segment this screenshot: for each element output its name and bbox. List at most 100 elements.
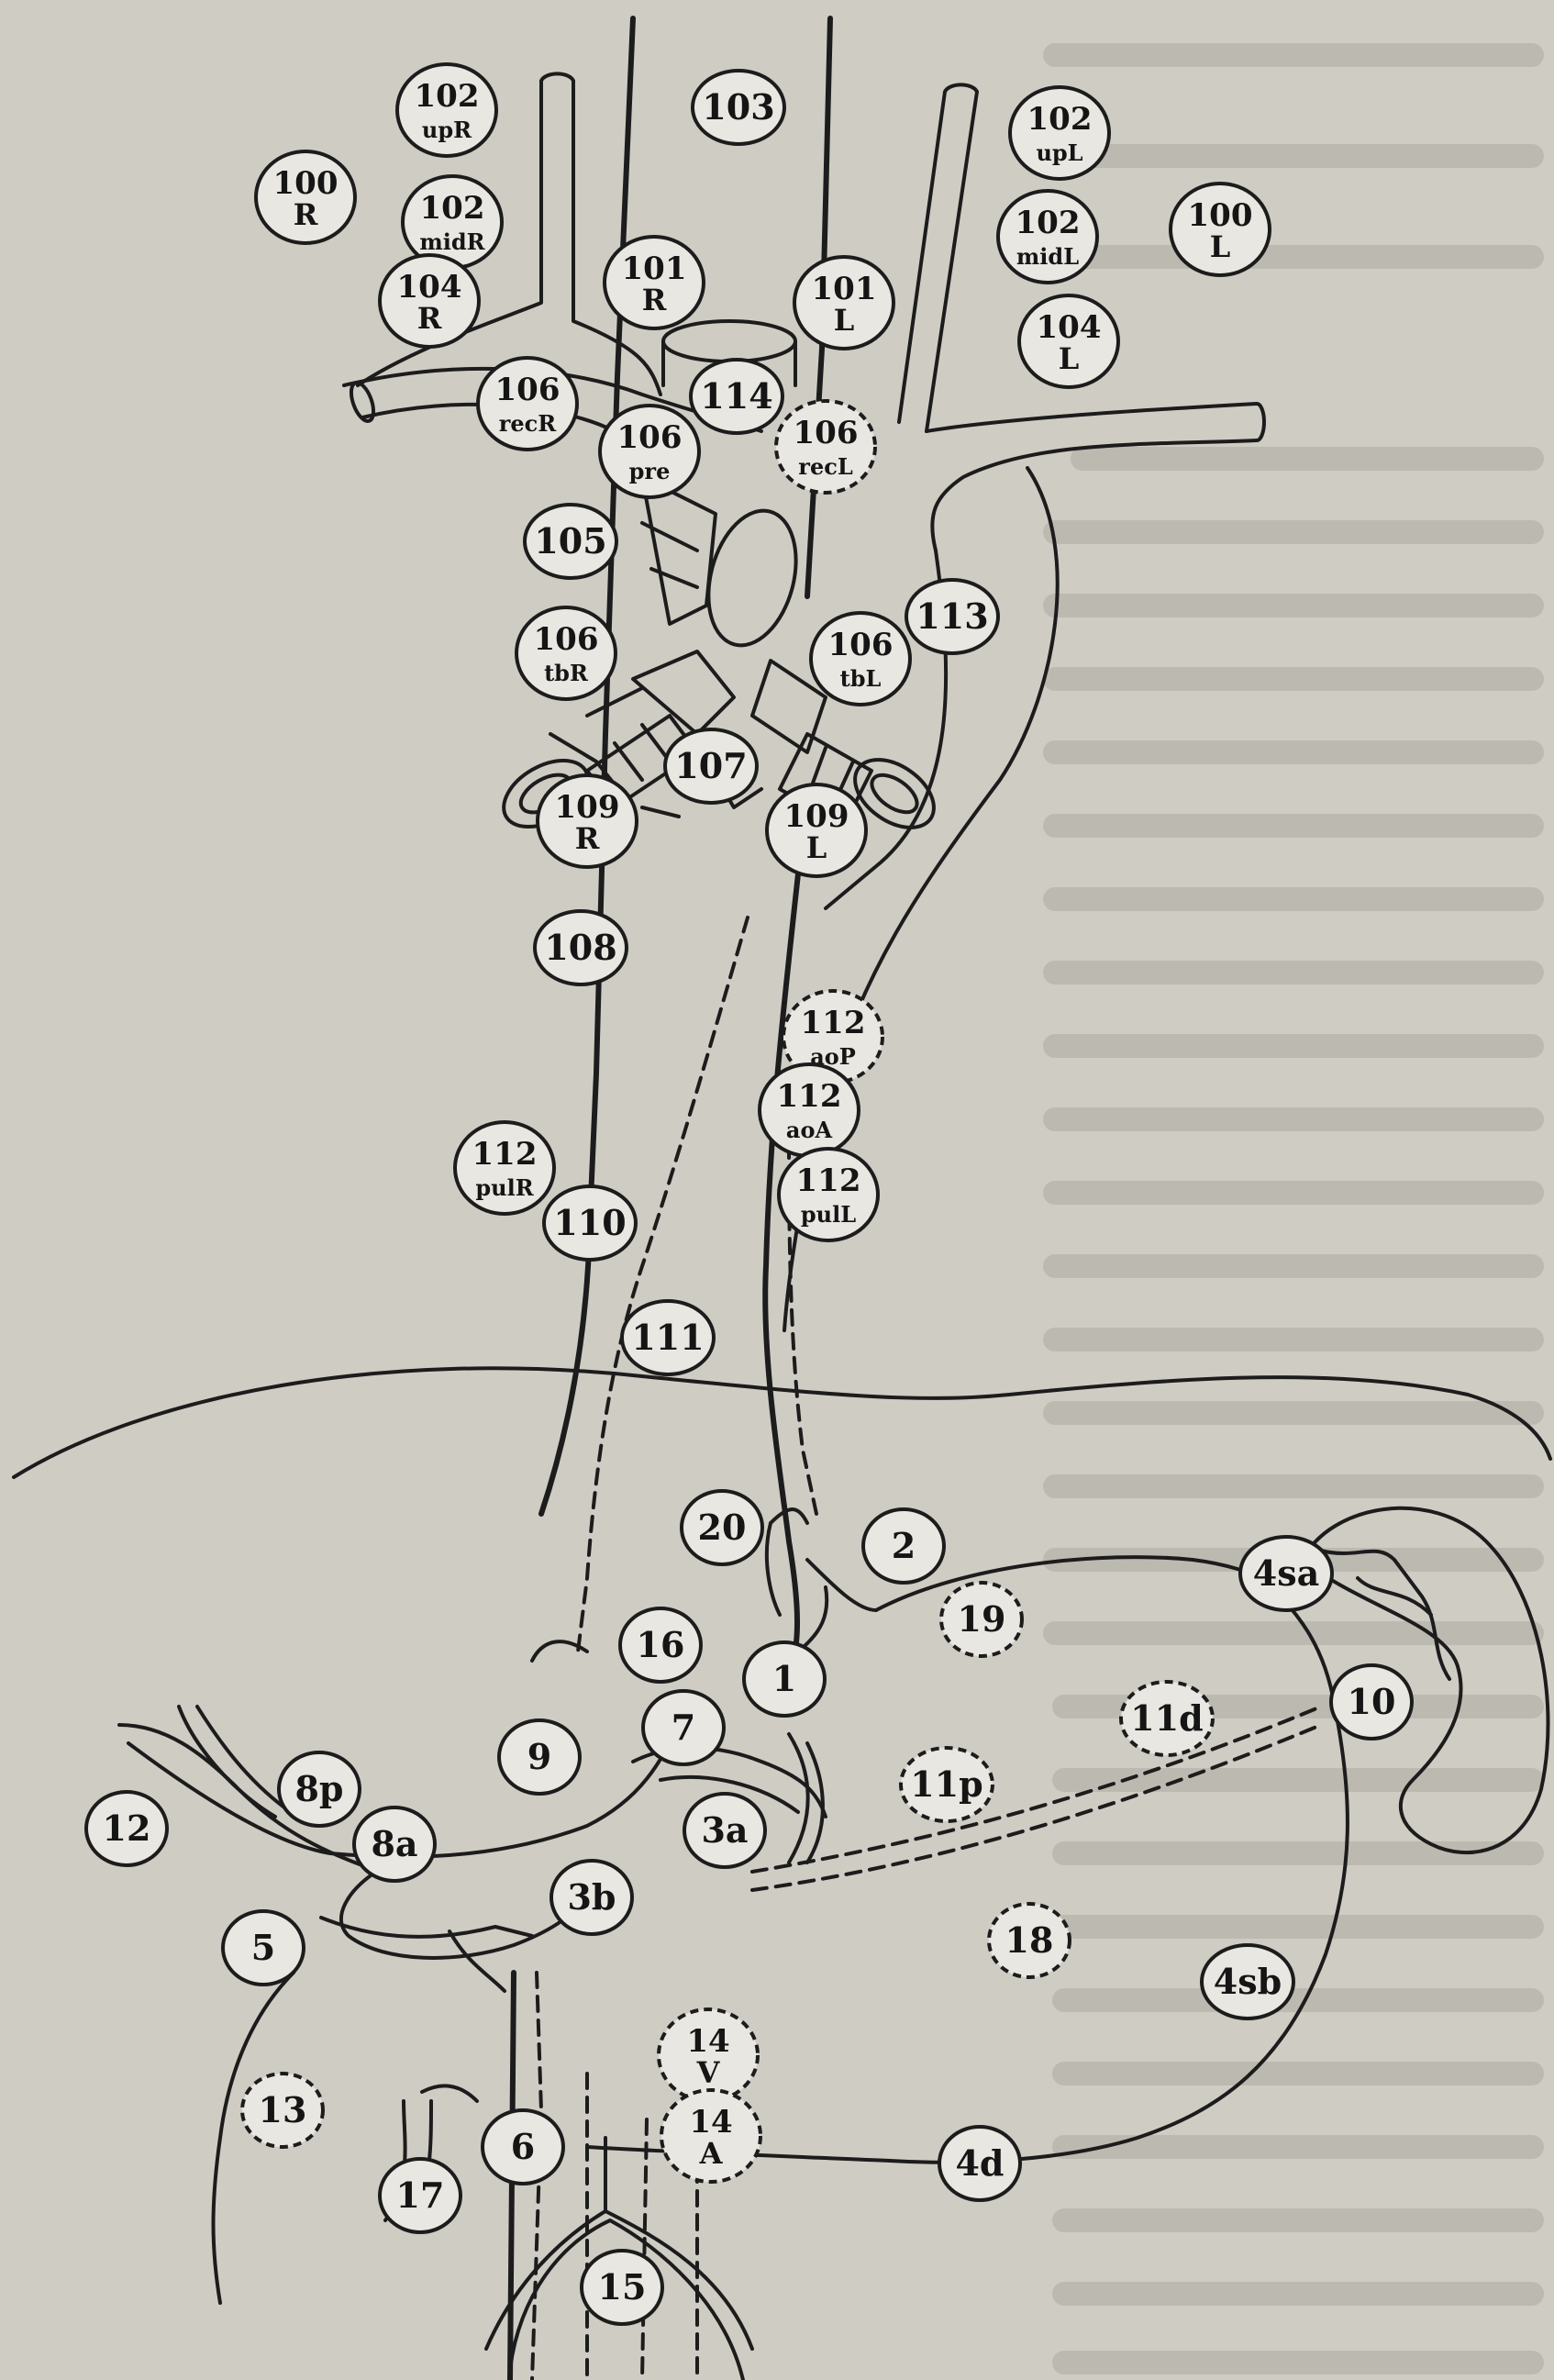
node-number: 12	[103, 1807, 151, 1849]
node-18: 18	[989, 1904, 1070, 1977]
node-number: 102	[1027, 101, 1093, 138]
node-number: 3b	[567, 1876, 616, 1918]
node-number: 18	[1005, 1919, 1054, 1961]
node-number: 103	[702, 86, 774, 128]
node-16: 16	[620, 1608, 701, 1682]
node-sublabel: R	[642, 283, 667, 317]
node-sublabel: pulL	[801, 1201, 856, 1228]
node-100L: 100L	[1171, 184, 1270, 275]
node-number: 111	[631, 1317, 704, 1358]
node-5: 5	[223, 1911, 304, 1985]
node-113: 113	[906, 580, 998, 653]
node-number: 16	[637, 1624, 685, 1665]
node-19: 19	[941, 1583, 1022, 1656]
node-sublabel: R	[294, 197, 318, 232]
node-number: 8p	[294, 1768, 343, 1809]
node-112pulL: 112pulL	[779, 1149, 878, 1240]
node-3a: 3a	[684, 1794, 765, 1867]
node-number: 112	[796, 1162, 861, 1199]
trachea-right-wall	[541, 18, 633, 1514]
node-9: 9	[499, 1720, 580, 1794]
node-number: 17	[396, 2174, 445, 2216]
node-sublabel: pulR	[475, 1174, 534, 1201]
node-number: 109	[555, 789, 620, 826]
node-number: 100	[273, 165, 339, 202]
node-103: 103	[693, 71, 784, 144]
node-number: 102	[420, 190, 485, 227]
node-sublabel: upR	[422, 117, 472, 143]
node-number: 4sb	[1214, 1961, 1282, 2002]
gastroduodenal-artery	[341, 1872, 587, 1958]
brachiocephalic-vessel-ring	[663, 321, 795, 361]
node-114: 114	[691, 360, 783, 433]
node-14V: 14V	[659, 2009, 758, 2101]
node-number: 104	[1037, 309, 1102, 346]
node-number: 102	[1016, 205, 1081, 241]
node-number: 9	[527, 1736, 551, 1777]
node-number: 102	[415, 78, 480, 115]
node-sublabel: L	[1059, 341, 1080, 376]
left-subclavian-artery	[899, 84, 977, 431]
node-number: 7	[672, 1707, 695, 1748]
node-102midL: 102midL	[998, 191, 1097, 283]
node-number: 104	[397, 269, 462, 306]
node-number: 112	[472, 1136, 538, 1173]
node-12: 12	[86, 1792, 167, 1865]
stomach-lesser-curvature	[807, 1560, 876, 1610]
node-sublabel: V	[696, 2055, 721, 2090]
node-number: 5	[251, 1927, 275, 1968]
node-sublabel: L	[1210, 229, 1231, 264]
node-number: 105	[534, 520, 606, 562]
node-101R: 101R	[605, 237, 704, 328]
node-13: 13	[242, 2074, 323, 2147]
node-3b: 3b	[551, 1861, 632, 1934]
node-108: 108	[535, 911, 627, 984]
node-8a: 8a	[354, 1807, 435, 1881]
node-number: 106	[794, 415, 859, 451]
node-number: 112	[777, 1078, 842, 1115]
node-105: 105	[525, 505, 616, 578]
node-sublabel: aoA	[786, 1117, 833, 1143]
node-101L: 101L	[794, 257, 894, 349]
node-number: 15	[598, 2266, 647, 2308]
node-sublabel: midR	[419, 228, 485, 255]
node-8p: 8p	[279, 1752, 360, 1826]
node-14A: 14A	[661, 2090, 760, 2182]
node-17: 17	[380, 2159, 461, 2232]
node-number: 14	[689, 2104, 732, 2141]
node-number: 101	[622, 250, 687, 287]
node-107: 107	[665, 729, 757, 803]
node-11p: 11p	[901, 1748, 993, 1821]
node-sublabel: L	[806, 830, 827, 865]
node-number: 114	[700, 375, 772, 417]
background-page-texture	[1055, 55, 1532, 2363]
node-sublabel: tbL	[840, 665, 882, 692]
node-number: 107	[674, 745, 747, 786]
node-number: 4d	[955, 2142, 1004, 2184]
node-20: 20	[682, 1491, 762, 1564]
node-111: 111	[622, 1301, 714, 1374]
node-sublabel: L	[834, 303, 855, 338]
node-number: 106	[534, 621, 599, 658]
node-number: 109	[784, 798, 849, 835]
node-number: 14	[686, 2023, 729, 2060]
node-4d: 4d	[939, 2127, 1020, 2200]
right-subclavian-stump	[347, 380, 378, 424]
node-6: 6	[483, 2110, 563, 2184]
node-number: 112	[801, 1005, 866, 1041]
node-number: 1	[772, 1658, 796, 1699]
right-gastric-artery	[179, 1707, 275, 1817]
node-sublabel: recR	[499, 410, 558, 437]
node-100R: 100R	[256, 151, 355, 243]
node-1: 1	[744, 1642, 825, 1716]
node-number: 3a	[701, 1809, 748, 1851]
node-4sa: 4sa	[1240, 1537, 1332, 1610]
